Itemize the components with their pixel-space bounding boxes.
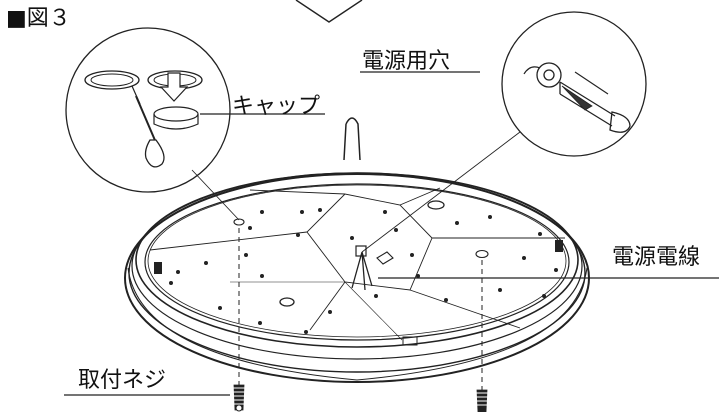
cap-leader-line — [191, 169, 240, 221]
cutter-detail-icon — [501, 11, 647, 157]
power-hole-label: 電源用穴 — [362, 49, 451, 74]
hole-leader-line — [361, 131, 521, 253]
chevron-down-icon — [295, 0, 363, 23]
figure-title: ■図３ — [6, 6, 71, 31]
screw-icon — [476, 389, 488, 413]
ring-fixture-icon — [124, 117, 590, 383]
mounting-dots — [169, 208, 558, 334]
power-wire-label: 電源電線 — [612, 245, 701, 270]
screw-icon — [233, 384, 245, 412]
cap-label: キャップ — [232, 94, 321, 119]
cap-removal-detail-icon — [65, 27, 231, 193]
mount-screws-label: 取付ネジ — [78, 368, 167, 393]
